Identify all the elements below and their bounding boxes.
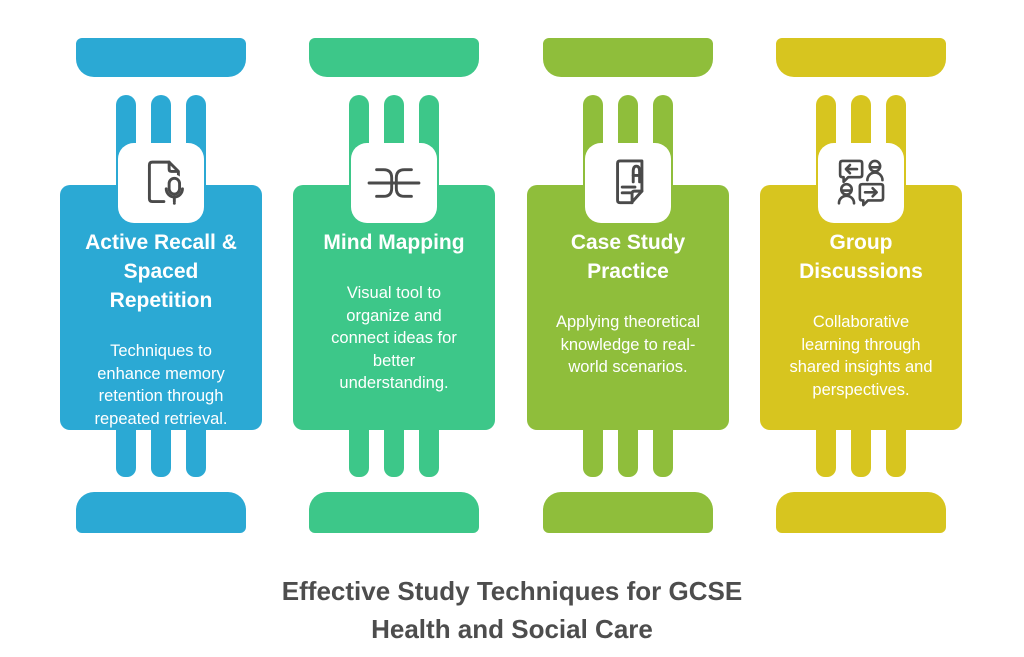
card-description: Applying theoretical knowledge to real- …	[555, 313, 700, 376]
bottom-cap	[309, 492, 479, 533]
top-cap	[543, 38, 713, 77]
connector-bars-bottom	[583, 430, 673, 477]
top-cap	[76, 38, 246, 77]
connector-bar	[618, 430, 638, 477]
connector-bar	[186, 430, 206, 477]
icon-box	[818, 143, 904, 223]
connector-bar	[851, 430, 871, 477]
connector-bar	[583, 430, 603, 477]
connector-bar	[419, 430, 439, 477]
connector-bar	[816, 430, 836, 477]
bottom-cap	[76, 492, 246, 533]
card-title: Case Study Practice	[570, 231, 686, 283]
top-cap	[776, 38, 946, 77]
column-case-study: Case Study Practice Applying theoretical…	[527, 0, 729, 657]
connector-bar	[384, 430, 404, 477]
annotated-document-icon	[616, 159, 644, 205]
icon-box	[585, 143, 671, 223]
column-mind-mapping: Mind Mapping Visual tool to organize and…	[293, 0, 495, 657]
connector-bar	[116, 430, 136, 477]
card-active-recall: Active Recall & Spaced Repetition Techni…	[60, 185, 262, 430]
card-description: Visual tool to organize and connect idea…	[331, 284, 457, 392]
bottom-cap	[776, 492, 946, 533]
card-group-discussions: Group Discussions Collaborative learning…	[760, 185, 962, 430]
icon-box	[118, 143, 204, 223]
bottom-cap	[543, 492, 713, 533]
page-title: Effective Study Techniques for GCSE Heal…	[281, 576, 743, 644]
top-cap	[309, 38, 479, 77]
connector-bar	[653, 430, 673, 477]
card-title: Mind Mapping	[323, 231, 465, 254]
connector-bars-bottom	[349, 430, 439, 477]
card-case-study: Case Study Practice Applying theoretical…	[527, 185, 729, 430]
column-group-discussions: Group Discussions Collaborative learning…	[760, 0, 962, 657]
discussion-bubbles-icon	[837, 159, 885, 207]
icon-box	[351, 143, 437, 223]
card-description: Techniques to enhance memory retention t…	[94, 342, 228, 428]
mind-map-icon	[367, 168, 421, 198]
connector-bars-bottom	[816, 430, 906, 477]
card-title: Group Discussions	[799, 231, 923, 283]
card-description: Collaborative learning through shared in…	[789, 313, 933, 399]
card-mind-mapping: Mind Mapping Visual tool to organize and…	[293, 185, 495, 430]
connector-bar	[349, 430, 369, 477]
connector-bars-bottom	[116, 430, 206, 477]
connector-bar	[151, 430, 171, 477]
card-title: Active Recall & Spaced Repetition	[85, 231, 237, 312]
column-active-recall: Active Recall & Spaced Repetition Techni…	[60, 0, 262, 657]
connector-bar	[886, 430, 906, 477]
document-microphone-icon	[147, 160, 187, 205]
